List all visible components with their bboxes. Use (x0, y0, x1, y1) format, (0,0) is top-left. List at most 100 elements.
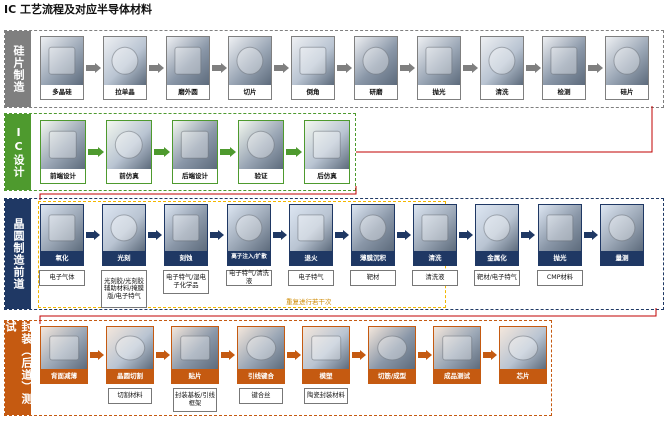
material-note: 键合丝 (239, 388, 283, 404)
step-illustration (481, 37, 523, 85)
step-label: 切筋/成型 (369, 369, 415, 383)
step-illustration (414, 205, 456, 251)
step-front-8: 金属化 (475, 204, 519, 266)
flow-arrow-icon (149, 65, 158, 71)
step-label: 模塑 (303, 369, 349, 383)
illustration-shape (421, 214, 449, 242)
flow-arrowhead-icon (283, 63, 289, 73)
step-illustration (434, 327, 480, 369)
step-design-4: 验证 (238, 120, 284, 184)
flow-arrowhead-icon (360, 350, 366, 360)
step-front-3: 刻蚀 (164, 204, 208, 266)
illustration-shape (362, 46, 390, 76)
step-package-8: 芯片 (499, 326, 547, 384)
step-label: 量测 (601, 251, 643, 265)
step-label: 抛光 (539, 251, 581, 265)
step-illustration (238, 327, 284, 369)
step-illustration (303, 327, 349, 369)
step-package-5: 模塑 (302, 326, 350, 384)
step-label: 芯片 (500, 369, 546, 383)
step-illustration (41, 37, 83, 85)
step-label: 氧化 (41, 251, 83, 265)
step-package-2: 晶圆切割 (106, 326, 154, 384)
step-wafer-5: 倒角 (291, 36, 335, 100)
material-note: 靶材 (350, 270, 396, 286)
illustration-shape (546, 214, 574, 242)
step-design-2: 前仿真 (106, 120, 152, 184)
flow-arrowhead-icon (535, 63, 541, 73)
step-package-7: 成品测试 (433, 326, 481, 384)
flow-arrowhead-icon (94, 230, 100, 240)
flow-arrow-icon (90, 352, 98, 358)
step-illustration (167, 37, 209, 85)
step-label: 薄膜沉积 (352, 251, 394, 265)
illustration-shape (508, 335, 538, 361)
step-label: 抛光 (418, 85, 460, 99)
step-design-5: 后仿真 (304, 120, 350, 184)
flow-arrowhead-icon (98, 350, 104, 360)
step-front-4: 离子注入/扩散 (227, 204, 271, 266)
step-label: 退火 (290, 251, 332, 265)
step-illustration (606, 37, 648, 85)
step-illustration (352, 205, 394, 251)
material-note: 清洗液 (412, 270, 458, 286)
flow-arrow-icon (274, 65, 283, 71)
illustration-shape (613, 46, 641, 76)
step-label: 切片 (229, 85, 271, 99)
material-note: 电子特气 (288, 270, 334, 286)
step-label: 倒角 (292, 85, 334, 99)
flow-arrow-icon (397, 232, 405, 238)
step-front-1: 氧化 (40, 204, 84, 266)
illustration-shape (359, 214, 387, 242)
material-note: 切割材料 (108, 388, 152, 404)
step-wafer-9: 检测 (542, 36, 586, 100)
illustration-shape (550, 46, 578, 76)
illustration-shape (608, 214, 636, 242)
step-wafer-2: 拉单晶 (103, 36, 147, 100)
step-illustration (601, 205, 643, 251)
flow-arrowhead-icon (426, 350, 432, 360)
illustration-shape (442, 335, 472, 361)
flow-arrow-icon (273, 232, 281, 238)
flow-arrow-icon (210, 232, 218, 238)
illustration-shape (312, 130, 342, 160)
flow-arrowhead-icon (221, 63, 227, 73)
flow-arrow-icon (287, 352, 295, 358)
flow-arrow-icon (221, 352, 229, 358)
material-note: 电子气体 (39, 270, 85, 286)
design-section: IC设计 (4, 113, 356, 191)
flow-arrowhead-icon (472, 63, 478, 73)
step-label: 后仿真 (305, 169, 349, 183)
flow-arrowhead-icon (158, 63, 164, 73)
step-illustration (228, 205, 270, 251)
step-package-4: 引线键合 (237, 326, 285, 384)
illustration-shape (246, 130, 276, 160)
material-note: 封装基板/引线框架 (173, 388, 217, 412)
material-note: 靶材/电子特气 (474, 270, 520, 286)
step-illustration (165, 205, 207, 251)
step-illustration (229, 37, 271, 85)
connector-design-to-front (39, 186, 357, 200)
step-front-9: 抛光 (538, 204, 582, 266)
step-illustration (290, 205, 332, 251)
flow-arrowhead-icon (296, 147, 302, 157)
step-illustration (173, 121, 217, 169)
step-illustration (543, 37, 585, 85)
illustration-shape (299, 46, 327, 76)
flow-arrow-icon (148, 232, 156, 238)
flow-arrow-icon (588, 65, 597, 71)
illustration-shape (115, 335, 145, 361)
step-illustration (355, 37, 397, 85)
flow-arrow-icon (286, 149, 296, 155)
step-illustration (41, 121, 85, 169)
illustration-shape (425, 46, 453, 76)
flow-arrowhead-icon (95, 63, 101, 73)
step-package-6: 切筋/成型 (368, 326, 416, 384)
step-illustration (418, 37, 460, 85)
illustration-shape (235, 214, 263, 242)
flow-arrowhead-icon (98, 147, 104, 157)
flow-arrowhead-icon (281, 230, 287, 240)
illustration-shape (114, 130, 144, 160)
step-wafer-3: 磨外圆 (166, 36, 210, 100)
flow-arrow-icon (212, 65, 221, 71)
